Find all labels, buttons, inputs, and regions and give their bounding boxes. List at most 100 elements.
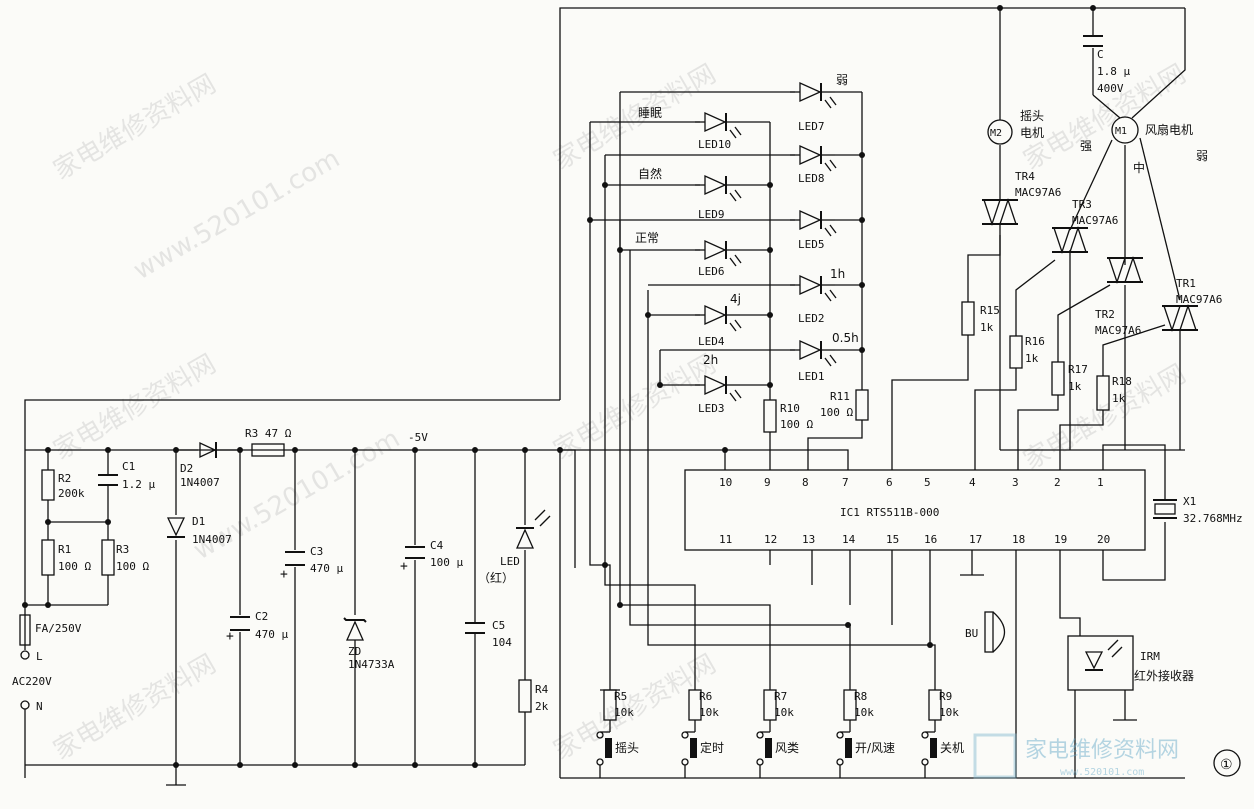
r11-ref: R11 [830, 390, 850, 403]
resistor-r11: R11 100 Ω [820, 389, 869, 421]
ic-pin-top-10: 10 [719, 476, 732, 489]
triac-ref: TR2 [1095, 308, 1115, 321]
resistor-r18: R18 1k [1096, 375, 1132, 411]
logo-text: 家电维修资料网 [1025, 738, 1179, 763]
c2-value: 470 μ [255, 628, 288, 641]
c4-ref: C4 [430, 539, 444, 552]
led-ray [729, 392, 737, 402]
r18-ref: R18 [1112, 375, 1132, 388]
r4-ref: R4 [535, 683, 549, 696]
ic-pin-bottom-18: 18 [1012, 533, 1025, 546]
button-label: 风类 [775, 741, 799, 755]
fuse-label: FA/250V [35, 622, 82, 635]
irm-desc: 红外接收器 [1134, 668, 1194, 683]
led-ray [734, 389, 742, 399]
c-run-ref: C [1097, 48, 1104, 61]
led-ray [729, 192, 737, 202]
resistor-r3-47: R3 47 Ω [245, 427, 292, 457]
resistor-r1: R1 100 Ω [41, 539, 91, 576]
resistor-value: 10k [699, 706, 719, 719]
resistor-value: 10k [854, 706, 874, 719]
led-body [704, 174, 727, 196]
led-ray [729, 129, 737, 139]
c1-value: 1.2 μ [122, 478, 155, 491]
switch-contact [596, 758, 604, 766]
led-body [799, 81, 822, 103]
switch-contact [756, 731, 764, 739]
led-function-label: 正常 [635, 231, 659, 245]
ic1-name: IC1 RTS511B-000 [840, 506, 939, 519]
crystal-x1: X1 32.768MHz [1153, 495, 1243, 525]
led-led6: LED6 正常 [635, 231, 742, 278]
triac-part: MAC97A6 [1176, 293, 1222, 306]
triac-ref: TR4 [1015, 170, 1035, 183]
led-function-label: 自然 [638, 166, 662, 181]
c3-value: 470 μ [310, 562, 343, 575]
m2-desc-1: 摇头 [1020, 109, 1044, 123]
led-led1: LED10.5h [790, 331, 859, 383]
capacitor-c2: + C2 470 μ [226, 610, 288, 644]
fuse-fa: FA/250V L AC220V N [12, 610, 82, 778]
supply-label: -5V [408, 431, 428, 444]
speed-strong: 强 [1080, 139, 1092, 153]
m1-desc: 风扇电机 [1145, 122, 1193, 137]
button-label: 摇头 [615, 741, 639, 755]
watermark-cn-1: 家电维修资料网 [49, 69, 222, 186]
resistor-ref: R6 [699, 690, 712, 703]
led-ray [729, 322, 737, 332]
ic-pin-bottom-19: 19 [1054, 533, 1067, 546]
zd-ref: ZD [348, 645, 361, 658]
switch-contact [921, 758, 929, 766]
c-run-value: 1.8 μ [1097, 65, 1130, 78]
button-label: 开/风速 [855, 741, 895, 755]
led-function-label: 睡眠 [638, 106, 662, 120]
switch-contact [836, 731, 844, 739]
triac-diode-b [1124, 255, 1142, 283]
led-ray [829, 354, 837, 364]
c2-ref: C2 [255, 610, 268, 623]
led-name-label: LED10 [698, 138, 731, 151]
diode-d1: D1 1N4007 [166, 515, 232, 546]
d1-part: 1N4007 [192, 533, 232, 546]
resistor-r3: R3 100 Ω [101, 539, 149, 576]
switch-contact [836, 758, 844, 766]
led-body [704, 304, 727, 326]
led-body [799, 339, 822, 361]
led-ray [824, 99, 832, 109]
led-led5: LED5 [790, 209, 837, 251]
led-function-label: 4j [730, 292, 741, 306]
resistor-value: 10k [614, 706, 634, 719]
ic-pin-top-4: 4 [969, 476, 976, 489]
led-name-label: LED6 [698, 265, 725, 278]
m2-desc-2: 电机 [1020, 126, 1044, 140]
button-label: 关机 [940, 741, 964, 755]
r1-ref: R1 [58, 543, 71, 556]
d2-part: 1N4007 [180, 476, 220, 489]
led-led8: LED8 [790, 144, 837, 185]
triac-part: MAC97A6 [1095, 324, 1141, 337]
resistor-value: 10k [774, 706, 794, 719]
r10-ref: R10 [780, 402, 800, 415]
terminal-l-label: L [36, 650, 43, 663]
d1-ref: D1 [192, 515, 205, 528]
led-ray [824, 227, 832, 237]
terminal-n-label: N [36, 700, 43, 713]
watermark-cn-3: 家电维修资料网 [49, 349, 222, 466]
speed-medium: 中 [1133, 160, 1145, 175]
capacitor-c1: C1 1.2 μ [98, 460, 155, 491]
r17-value: 1k [1068, 380, 1082, 393]
resistor-value: 10k [939, 706, 959, 719]
led-ray [734, 254, 742, 264]
switch-actuator [845, 738, 852, 758]
bu-ref: BU [965, 627, 978, 640]
led-body [704, 111, 727, 133]
led-ray [829, 224, 837, 234]
junctions [22, 5, 1096, 768]
